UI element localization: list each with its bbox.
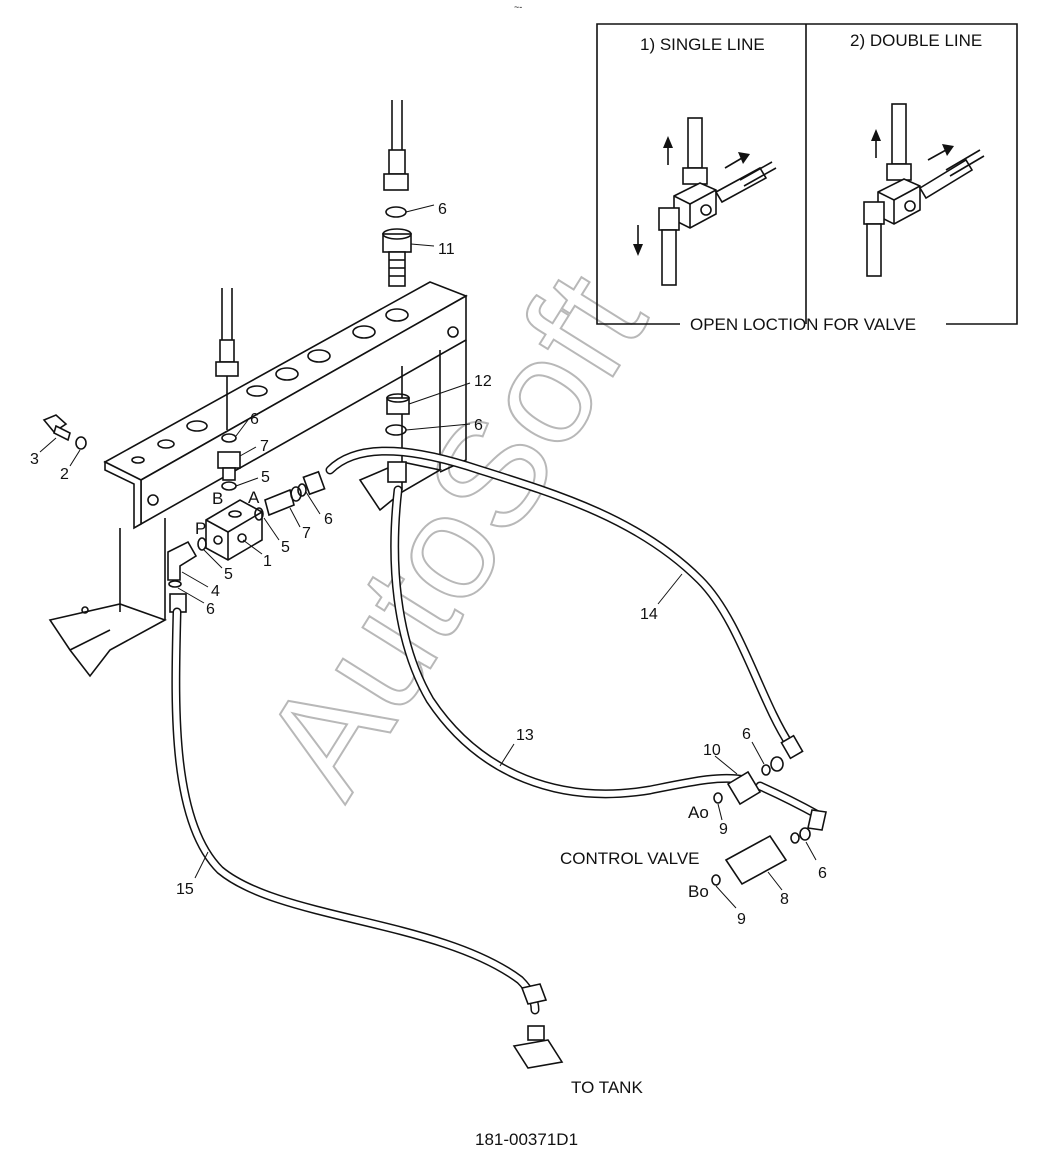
- part-label-10: 10: [703, 742, 721, 759]
- valve-block: [205, 499, 263, 561]
- double-line-title: 2) DOUBLE LINE: [850, 31, 982, 50]
- part-label-3: 3: [30, 451, 39, 468]
- port-label-Bo: Bo: [688, 882, 709, 901]
- inset-caption: OPEN LOCTION FOR VALVE: [690, 315, 916, 334]
- part-label-13: 13: [516, 727, 534, 744]
- single-line-valve-drawing: [633, 117, 777, 286]
- part-label-6: 6: [818, 865, 827, 882]
- lower-pipe-assembly: [215, 288, 241, 491]
- drawing-number: 181-00371D1: [475, 1130, 578, 1149]
- port-label-B: B: [212, 489, 223, 508]
- port-label-P: P: [195, 519, 206, 538]
- port-label-Ao: Ao: [688, 803, 709, 822]
- bolt-and-washer: [42, 414, 87, 450]
- single-line-title: 1) SINGLE LINE: [640, 35, 765, 54]
- part-label-5: 5: [281, 539, 290, 556]
- part-label-6: 6: [324, 511, 333, 528]
- hose-end-fittings: [512, 734, 827, 1069]
- part-label-11: 11: [438, 241, 455, 258]
- part-label-5: 5: [261, 469, 270, 486]
- part-label-6: 6: [474, 417, 483, 434]
- part-label-6: 6: [438, 201, 447, 218]
- part-label-15: 15: [176, 881, 194, 898]
- part-label-2: 2: [60, 466, 69, 483]
- elbow-fitting: [167, 537, 207, 613]
- valve-location-inset: 1) SINGLE LINE 2) DOUBLE LINE OPEN LOCTI…: [596, 23, 1018, 334]
- part-label-7: 7: [260, 438, 269, 455]
- part-label-9: 9: [719, 821, 728, 838]
- part-label-4: 4: [211, 583, 220, 600]
- hoses: [171, 446, 823, 1015]
- part-label-9: 9: [737, 911, 746, 928]
- nut-and-oring: [385, 393, 410, 483]
- part-label-6: 6: [206, 601, 215, 618]
- leader-lines: [39, 204, 817, 909]
- part-label-5: 5: [224, 566, 233, 583]
- fitting-group-A: [254, 470, 326, 521]
- to-tank-label: TO TANK: [571, 1078, 643, 1097]
- double-line-valve-drawing: [863, 103, 985, 277]
- top-mark: ~-: [514, 2, 522, 12]
- port-labels: B A P Ao Bo: [195, 488, 709, 901]
- part-label-8: 8: [780, 891, 789, 908]
- control-valve-label: CONTROL VALVE: [560, 849, 700, 868]
- upper-pipe-assembly: [382, 100, 412, 287]
- part-label-1: 1: [263, 553, 272, 570]
- port-label-A: A: [248, 488, 260, 507]
- part-label-6: 6: [742, 726, 751, 743]
- part-label-7: 7: [302, 525, 311, 542]
- part-label-12: 12: [474, 373, 492, 390]
- part-label-6: 6: [250, 411, 259, 428]
- inset-frame: [596, 23, 1018, 325]
- part-labels: 6 11 12 6 6 7 5 5 7 6 1 5 4 6 3 2 14 13 …: [30, 201, 827, 928]
- part-label-14: 14: [640, 606, 658, 623]
